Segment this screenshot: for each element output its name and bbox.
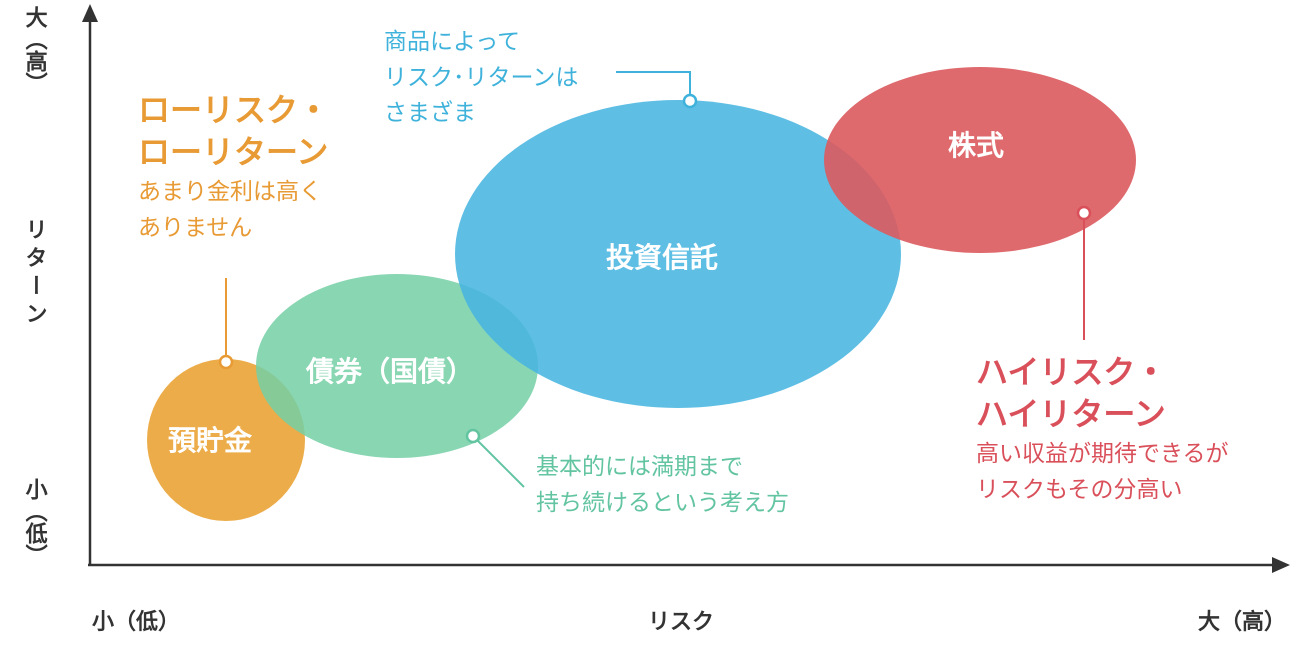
bond-label: 債券（国債） <box>306 355 475 388</box>
trust-annotation: 商品によって リスク･リターンは さまざま <box>384 25 578 132</box>
y-axis-title: リターン <box>14 218 54 330</box>
bond-bubble <box>256 274 538 458</box>
y-axis-bottom-label: 小（低） <box>14 478 54 566</box>
x-axis-right-label: 大（高） <box>1198 610 1287 635</box>
high-risk-desc-2: リスクもその分高い <box>976 476 1183 503</box>
y-axis-arrowhead <box>82 4 98 22</box>
x-axis-arrowhead <box>1272 557 1290 573</box>
x-axis-title: リスク <box>648 610 715 635</box>
low-risk-heading-2: ローリターン <box>138 132 329 171</box>
bond-desc-1: 基本的には満期まで <box>536 454 743 480</box>
bond-callout-dot <box>465 428 481 444</box>
stock-label: 株式 <box>948 129 1005 162</box>
high-risk-annotation: ハイリスク・ ハイリターン 高い収益が期待できるが リスクもその分高い <box>976 352 1229 508</box>
high-callout-dot <box>1076 205 1092 221</box>
low-risk-desc-2: ありません <box>138 214 253 241</box>
y-axis-top-text: 大（高） <box>21 6 47 94</box>
trust-bubble <box>455 100 901 408</box>
deposit-bubble <box>147 359 305 521</box>
trust-callout-line <box>616 71 691 100</box>
high-risk-desc-1: 高い収益が期待できるが <box>976 441 1229 468</box>
high-risk-heading-1: ハイリスク・ <box>976 353 1167 391</box>
high-risk-heading-2: ハイリターン <box>976 394 1166 433</box>
trust-callout-dot <box>682 93 698 109</box>
trust-desc-3: さまざま <box>384 100 476 127</box>
trust-label: 投資信託 <box>606 241 719 274</box>
y-axis-top-label: 大（高） <box>14 6 54 94</box>
bond-annotation: 基本的には満期まで 持ち続けるという考え方 <box>536 450 789 521</box>
trust-desc-1: 商品によって <box>384 29 521 55</box>
low-risk-desc-1: あまり金利は高く <box>138 179 322 206</box>
y-axis-bottom-text: 小（低） <box>21 478 47 566</box>
y-axis-title-text: リターン <box>21 218 47 330</box>
low-risk-annotation: ローリスク・ ローリターン あまり金利は高く ありません <box>138 90 329 246</box>
bond-callout-line <box>472 435 525 488</box>
stock-bubble <box>824 67 1136 253</box>
low-risk-heading-1: ローリスク・ <box>138 91 330 129</box>
low-callout-dot <box>218 354 234 370</box>
x-axis-left-label: 小（低） <box>92 610 181 635</box>
deposit-label: 預貯金 <box>168 424 253 457</box>
trust-desc-2: リスク･リターンは <box>384 64 579 91</box>
bond-desc-2: 持ち続けるという考え方 <box>536 489 789 516</box>
